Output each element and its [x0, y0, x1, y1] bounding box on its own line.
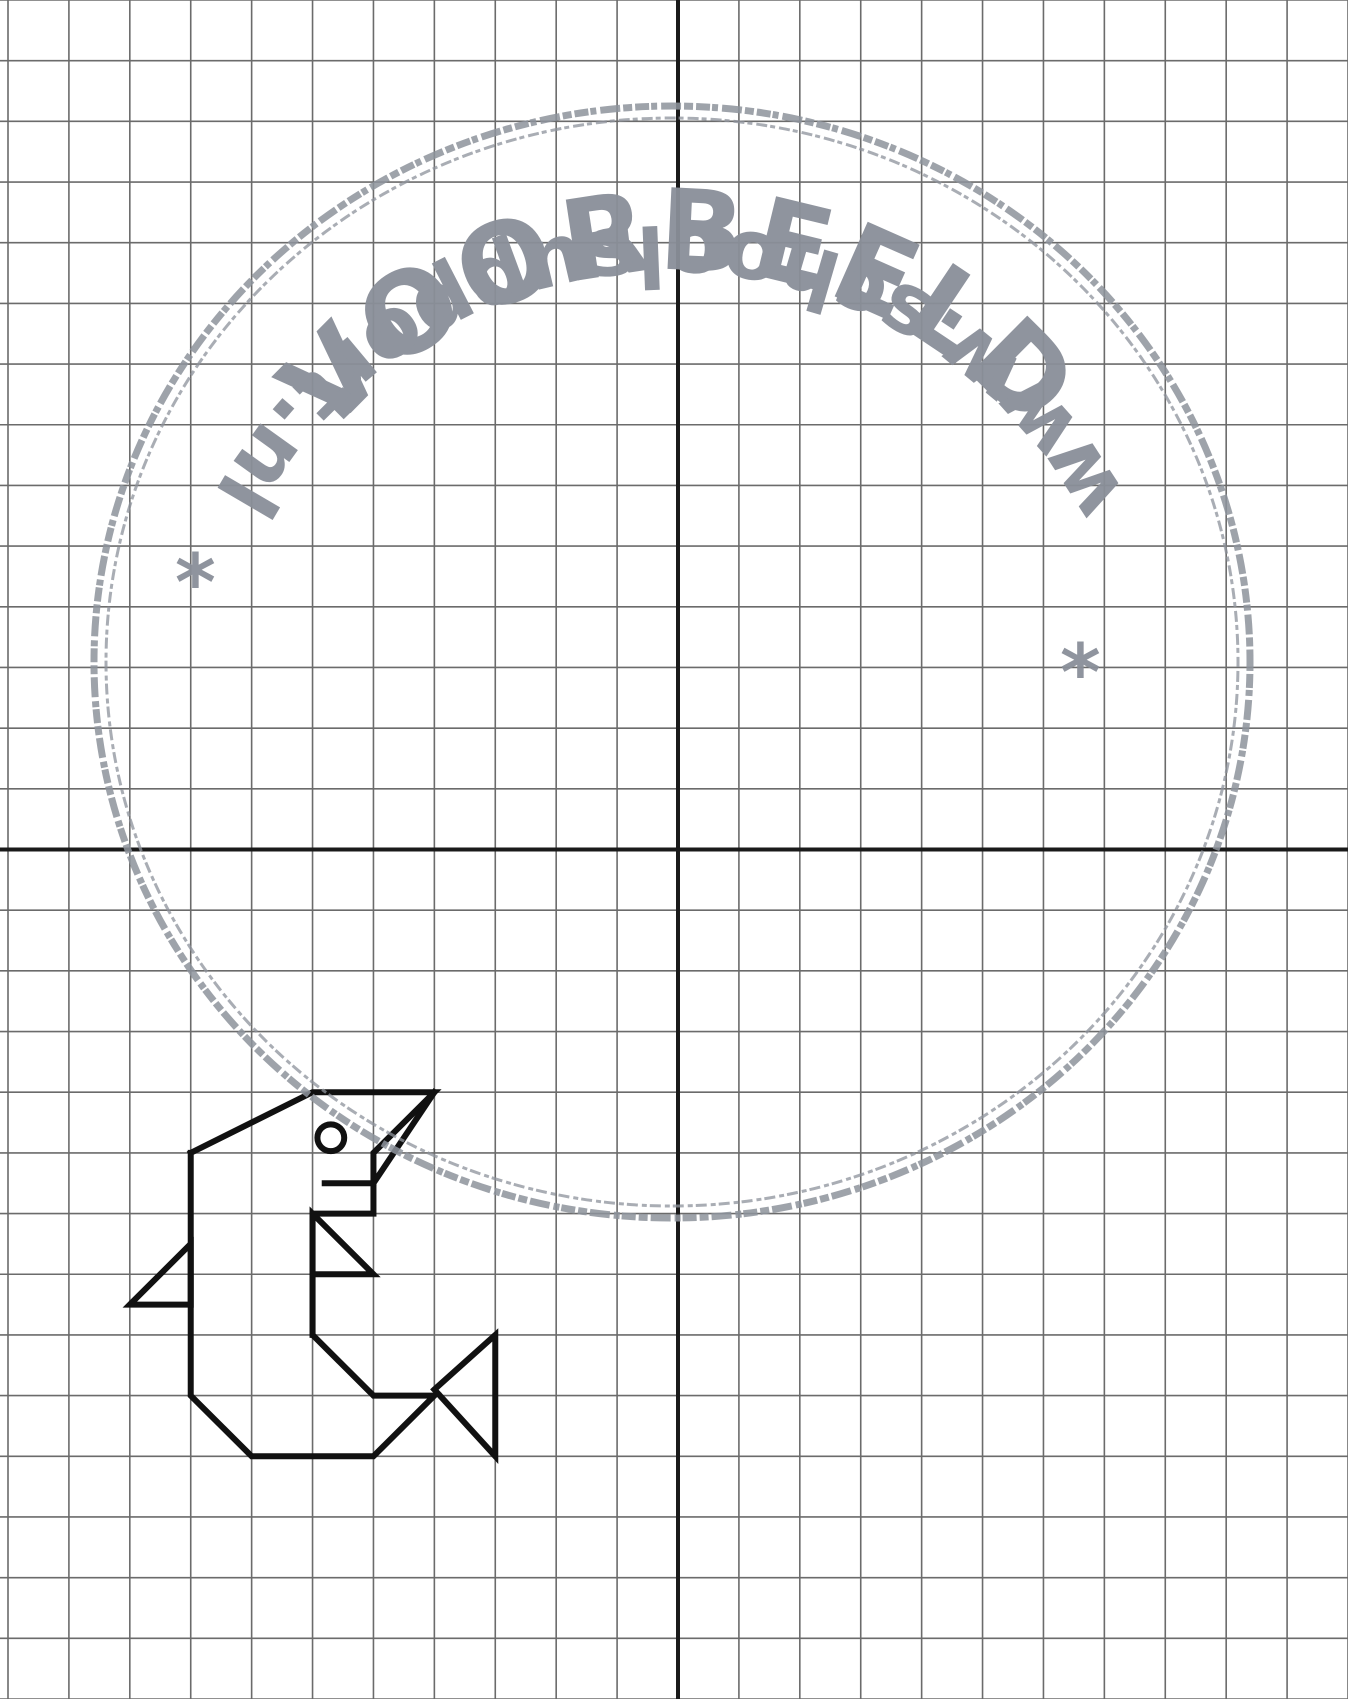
bird-beak-line [373, 1092, 434, 1183]
stamp-star-left: * [175, 539, 216, 629]
bird-eye [317, 1124, 344, 1151]
voorbeeld-stamp: VOORBEELD www.schoolsupport.nl * * [94, 106, 1250, 1218]
stamp-star-right: * [1060, 629, 1101, 719]
bird-wing [313, 1214, 374, 1275]
stamp-bottom-text: www.schoolsupport.nl [195, 205, 1143, 538]
